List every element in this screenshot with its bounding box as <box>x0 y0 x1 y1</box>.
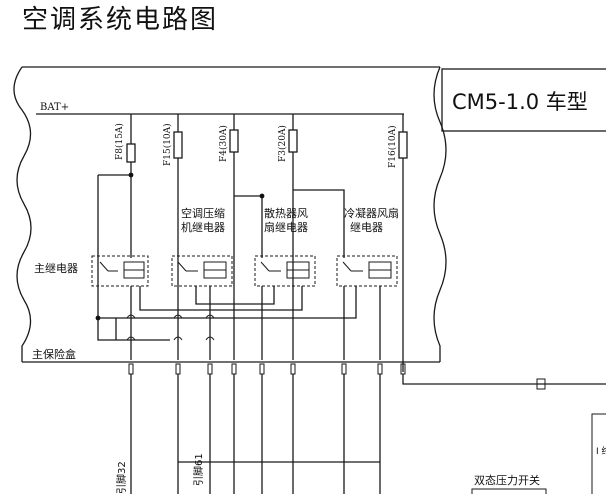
main-fuse-box-label: 主保险盒 <box>32 347 76 361</box>
connector-pins <box>128 363 406 375</box>
fuse-f15: F15(10A) <box>162 114 183 172</box>
fuse-f8: F8(15A) <box>114 114 136 175</box>
fuse-f16: F16(10A) <box>387 114 408 372</box>
fuse-label: F8(15A) <box>114 123 125 160</box>
feed-wire <box>234 195 263 258</box>
junction-dot <box>95 315 101 321</box>
fuse-box-outline <box>13 66 447 363</box>
pin61-label: 引脚61 <box>192 453 205 486</box>
radiator-fan-relay <box>254 255 316 287</box>
relay-label: 继电器 <box>350 221 383 234</box>
wire-crossing <box>126 336 136 341</box>
condenser-fan-relay <box>336 255 398 287</box>
model-label-box: CM5-1.0 车型 <box>441 68 606 132</box>
pressure-switch: 双态压力开关 <box>471 473 547 494</box>
ac-compressor-relay <box>171 255 233 287</box>
fuse-label: F15(10A) <box>162 123 173 166</box>
control-wire <box>97 318 116 341</box>
page-title: 空调系统电路图 <box>22 5 219 35</box>
inline-connector <box>533 378 549 390</box>
pin32-label: 引脚32 <box>115 461 128 494</box>
fuse-f4: F4(30A) <box>218 114 239 170</box>
right-edge-module: I 终 <box>591 413 606 494</box>
relay-label: 扇继电器 <box>264 220 308 234</box>
bat-label: BAT+ <box>40 102 69 113</box>
relay-label: 空调压缩 <box>181 206 225 220</box>
control-wire <box>98 286 357 319</box>
wire-crossing <box>205 336 215 341</box>
feed-wire <box>293 189 345 258</box>
junction-dot <box>128 172 134 178</box>
model-label: CM5-1.0 车型 <box>452 90 588 114</box>
wire-crossing <box>205 314 215 319</box>
relay-label: 散热器风 <box>264 206 308 220</box>
wire-crossing <box>173 336 183 341</box>
right-edge-text: I 终 <box>596 445 606 457</box>
wire-crossing <box>173 314 183 319</box>
control-wire <box>139 286 303 311</box>
fuse-f3: F3(20A) <box>277 114 298 170</box>
relay-label: 机继电器 <box>181 220 225 234</box>
pressure-switch-label: 双态压力开关 <box>474 473 540 487</box>
control-wire <box>195 286 275 305</box>
main-relay-label: 主继电器 <box>34 262 78 275</box>
fuse-label: F4(30A) <box>218 125 229 162</box>
junction-dot <box>259 193 265 199</box>
fuse-label: F16(10A) <box>387 125 398 168</box>
main-relay <box>91 255 149 287</box>
relay-label: 冷凝器风扇 <box>344 206 399 220</box>
harness-wire <box>402 374 606 385</box>
fuse-label: F3(20A) <box>277 125 288 162</box>
wire-crossing <box>126 314 136 319</box>
